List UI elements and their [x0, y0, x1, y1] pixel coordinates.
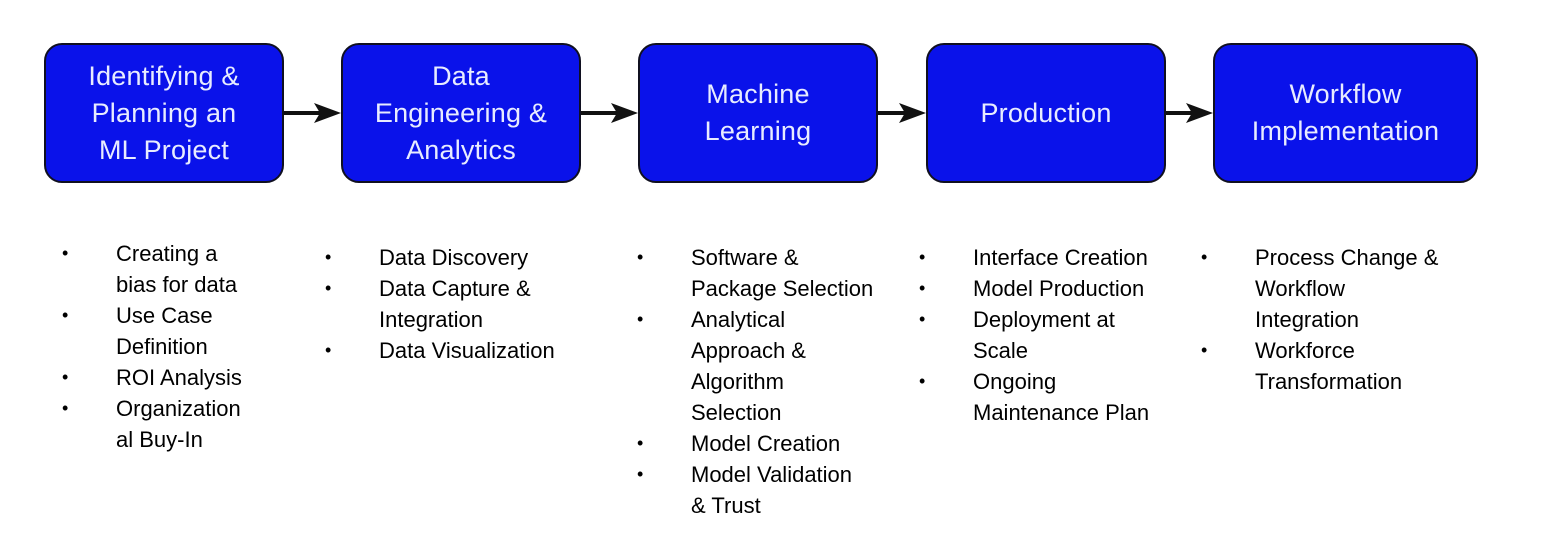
list-item: • Organization al Buy-In	[62, 393, 262, 455]
bullet-icon: •	[919, 309, 926, 329]
stage-label-data-engineering: Data Engineering & Analytics	[374, 60, 548, 165]
list-item: • Interface Creation	[919, 242, 1179, 273]
stage-label-planning: Identifying & Planning an ML Project	[88, 60, 240, 165]
list-item: • Model Creation	[637, 428, 897, 459]
stage-box-machine-learning: Machine Learning	[638, 43, 878, 183]
stage-box-workflow: Workflow Implementation	[1213, 43, 1478, 183]
list-item: • Process Change & Workflow Integration	[1201, 242, 1501, 335]
stage-label-production: Production	[980, 97, 1112, 128]
bullet-icon: •	[325, 278, 332, 298]
list-item: • Data Discovery	[325, 242, 585, 273]
list-item: • Creating a bias for data	[62, 238, 262, 300]
bullet-icon: •	[637, 464, 644, 484]
bullet-icon: •	[919, 247, 926, 267]
arrow-icon	[581, 103, 638, 123]
list-item: • Use Case Definition	[62, 300, 262, 362]
bullet-icon: •	[62, 398, 69, 418]
list-item: • Model Validation & Trust	[637, 459, 897, 521]
stage-box-planning: Identifying & Planning an ML Project	[44, 43, 284, 183]
stage-box-production: Production	[926, 43, 1166, 183]
bullet-icon: •	[637, 433, 644, 453]
bullet-icon: •	[62, 243, 69, 263]
arrow-icon	[1166, 103, 1213, 123]
bullet-icon: •	[1201, 247, 1208, 267]
list-item: • Ongoing Maintenance Plan	[919, 366, 1179, 428]
bullet-icon: •	[62, 367, 69, 387]
list-data-engineering: • Data Discovery • Data Capture & Integr…	[325, 242, 585, 366]
bullet-icon: •	[637, 309, 644, 329]
list-machine-learning: • Software & Package Selection • Analyti…	[637, 242, 897, 521]
arrow-icon	[878, 103, 926, 123]
list-item: • ROI Analysis	[62, 362, 262, 393]
list-planning: • Creating a bias for data • Use Case De…	[62, 238, 262, 455]
list-item: • Data Visualization	[325, 335, 585, 366]
bullet-icon: •	[919, 278, 926, 298]
stage-box-data-engineering: Data Engineering & Analytics	[341, 43, 581, 183]
bullet-icon: •	[325, 340, 332, 360]
arrow-icon	[284, 103, 341, 123]
list-item: • Model Production	[919, 273, 1179, 304]
bullet-icon: •	[919, 371, 926, 391]
bullet-icon: •	[62, 305, 69, 325]
list-item: • Deployment at Scale	[919, 304, 1179, 366]
flow-diagram: Identifying & Planning an ML Project Dat…	[44, 43, 1478, 185]
list-item: • Data Capture & Integration	[325, 273, 585, 335]
list-item: • Software & Package Selection	[637, 242, 897, 304]
list-workflow: • Process Change & Workflow Integration …	[1201, 242, 1501, 397]
stage-label-workflow: Workflow Implementation	[1251, 79, 1440, 146]
list-production: • Interface Creation • Model Production …	[919, 242, 1179, 428]
stage-label-machine-learning: Machine Learning	[704, 79, 812, 146]
list-item: • Workforce Transformation	[1201, 335, 1501, 397]
bullet-icon: •	[1201, 340, 1208, 360]
bullet-icon: •	[637, 247, 644, 267]
list-item: • Analytical Approach & Algorithm Select…	[637, 304, 897, 428]
bullet-icon: •	[325, 247, 332, 267]
